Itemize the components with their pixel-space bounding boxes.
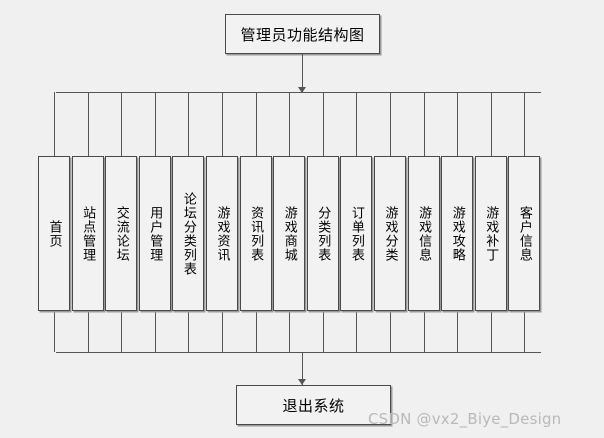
exit-node-label: 退出系统: [282, 396, 345, 415]
leaf-top-connector: [87, 92, 89, 156]
leaf-node[interactable]: 交流论坛: [105, 156, 138, 311]
leaf-node[interactable]: 游戏商城: [273, 156, 306, 311]
leaf-top-connector: [524, 92, 526, 156]
leaf-top-connector: [121, 92, 123, 156]
leaf-node-label: 游戏商城: [281, 205, 297, 262]
leaf-node-label: 论坛分类列表: [180, 191, 196, 276]
watermark: CSDN @vx2_Biye_Design: [368, 410, 562, 428]
leaf-top-connector: [490, 92, 492, 156]
leaf-node-label: 游戏信息: [416, 205, 432, 262]
exit-node-logout[interactable]: 退出系统: [236, 385, 391, 425]
leaf-node-label: 客户信息: [516, 205, 532, 262]
leaf-bottom-connector: [188, 311, 190, 352]
leaf-bottom-connector: [222, 311, 223, 352]
leaf-node-label: 用户管理: [147, 205, 163, 262]
bus-to-exit-connector: [302, 352, 303, 385]
leaf-bottom-connector: [490, 311, 492, 352]
arrowhead-down-exit-icon: [298, 379, 306, 385]
leaf-node-label: 订单列表: [348, 205, 364, 262]
leaf-bottom-connector: [255, 311, 257, 352]
leaf-node[interactable]: 订单列表: [340, 156, 373, 311]
leaf-node-label: 资讯列表: [248, 205, 264, 262]
top-bus-line: [56, 92, 541, 93]
bottom-bus-line: [56, 352, 541, 353]
leaf-bottom-connector: [457, 311, 459, 352]
leaf-node-label: 游戏攻略: [449, 205, 465, 262]
leaf-top-connector: [423, 92, 425, 156]
leaf-bottom-connector: [322, 311, 324, 352]
leaf-top-connector: [54, 92, 55, 156]
leaf-bottom-connector: [524, 311, 526, 352]
leaf-node[interactable]: 论坛分类列表: [172, 156, 205, 311]
root-to-bus-connector: [302, 54, 303, 92]
root-node-label: 管理员功能结构图: [240, 25, 365, 44]
leaf-top-connector: [188, 92, 190, 156]
leaf-node-label: 交流论坛: [113, 205, 129, 262]
leaf-bottom-connector: [423, 311, 425, 352]
leaf-bottom-connector: [87, 311, 89, 352]
leaf-bottom-connector: [154, 311, 156, 352]
root-node-admin-function-structure[interactable]: 管理员功能结构图: [225, 14, 380, 54]
leaf-top-connector: [322, 92, 324, 156]
leaf-top-connector: [222, 92, 223, 156]
leaf-node[interactable]: 站点管理: [71, 156, 104, 311]
leaf-top-connector: [457, 92, 459, 156]
leaf-node-label: 游戏分类: [382, 205, 398, 262]
leaf-node[interactable]: 游戏攻略: [441, 156, 474, 311]
leaf-bottom-connector: [356, 311, 358, 352]
leaf-node-label: 游戏补丁: [483, 205, 499, 262]
leaf-node-label: 分类列表: [315, 205, 331, 262]
leaf-node[interactable]: 用户管理: [138, 156, 171, 311]
leaf-top-connector: [154, 92, 156, 156]
leaf-node[interactable]: 客户信息: [508, 156, 541, 311]
leaf-top-connector: [390, 92, 391, 156]
leaf-bottom-connector: [121, 311, 123, 352]
leaf-node[interactable]: 游戏补丁: [474, 156, 507, 311]
leaf-bottom-connector: [54, 311, 55, 352]
leaf-node[interactable]: 资讯列表: [239, 156, 272, 311]
leaf-node-label: 首页: [46, 219, 62, 248]
leaf-top-connector: [255, 92, 257, 156]
leaf-node[interactable]: 游戏分类: [374, 156, 406, 311]
leaf-top-connector: [356, 92, 358, 156]
leaf-node[interactable]: 游戏信息: [407, 156, 440, 311]
leaf-top-connector: [289, 92, 291, 156]
leaf-node[interactable]: 游戏资讯: [206, 156, 238, 311]
arrowhead-down-icon: [298, 87, 306, 93]
leaf-node-label: 站点管理: [80, 205, 96, 262]
leaf-bottom-connector: [390, 311, 391, 352]
leaf-bottom-connector: [289, 311, 291, 352]
leaf-node[interactable]: 分类列表: [306, 156, 339, 311]
leaf-node-label: 游戏资讯: [214, 205, 230, 262]
leaf-node[interactable]: 首页: [38, 156, 70, 311]
